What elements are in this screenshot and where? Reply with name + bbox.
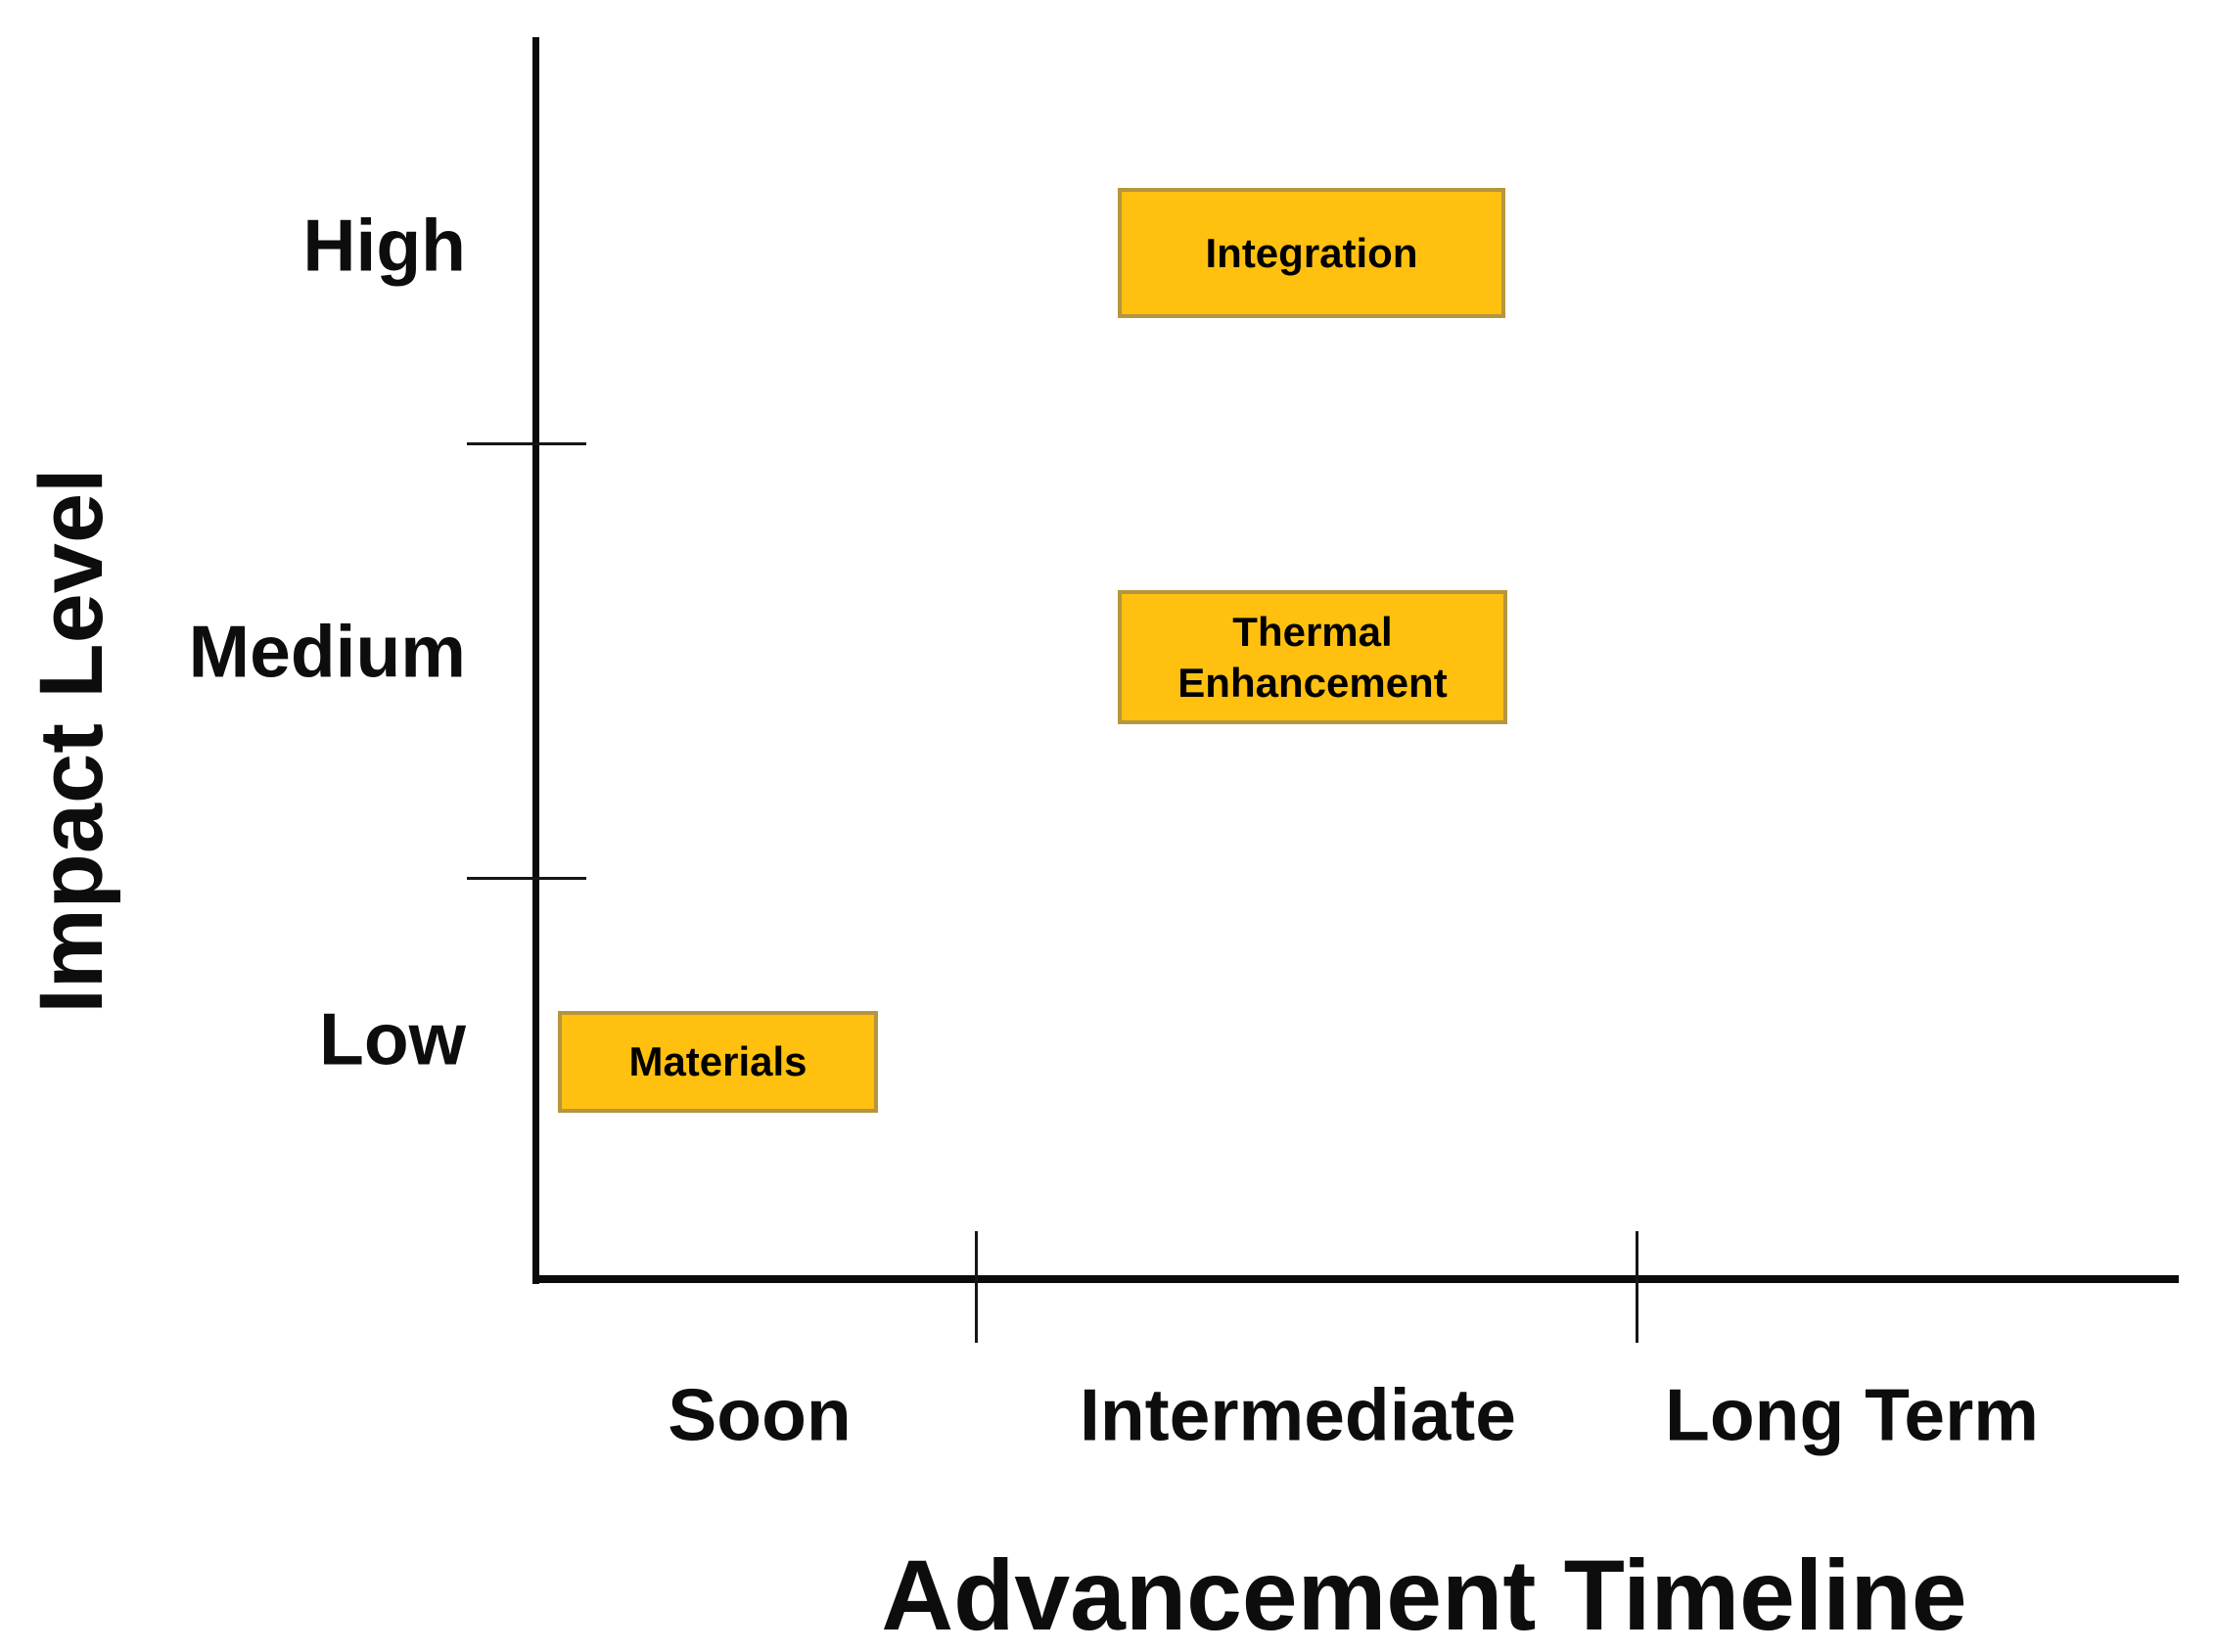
- y-axis-line: [532, 37, 539, 1284]
- integration-box: Integration: [1118, 188, 1505, 318]
- x-axis-title: Advancement Timeline: [881, 1539, 1967, 1651]
- y-tick-label-low: Low: [319, 997, 466, 1080]
- y-axis-title: Impact Level: [22, 468, 121, 1014]
- x-tick-label-intermediate: Intermediate: [1080, 1373, 1516, 1456]
- y-tick-label-medium: Medium: [188, 610, 466, 693]
- integration-box-label: Integration: [1205, 229, 1418, 276]
- y-axis-tick-upper: [467, 442, 586, 445]
- x-tick-label-soon: Soon: [668, 1373, 852, 1456]
- materials-box-label: Materials: [628, 1038, 807, 1085]
- x-axis-tick-left: [975, 1231, 978, 1343]
- thermal-enhancement-box-label: Thermal Enhancement: [1177, 609, 1448, 706]
- thermal-enhancement-box: Thermal Enhancement: [1118, 590, 1507, 724]
- y-tick-label-high: High: [302, 204, 466, 287]
- x-axis-line: [532, 1275, 2179, 1283]
- x-tick-label-long-term: Long Term: [1665, 1373, 2039, 1456]
- x-axis-tick-right: [1636, 1231, 1638, 1343]
- y-axis-tick-lower: [467, 877, 586, 880]
- materials-box: Materials: [558, 1011, 878, 1113]
